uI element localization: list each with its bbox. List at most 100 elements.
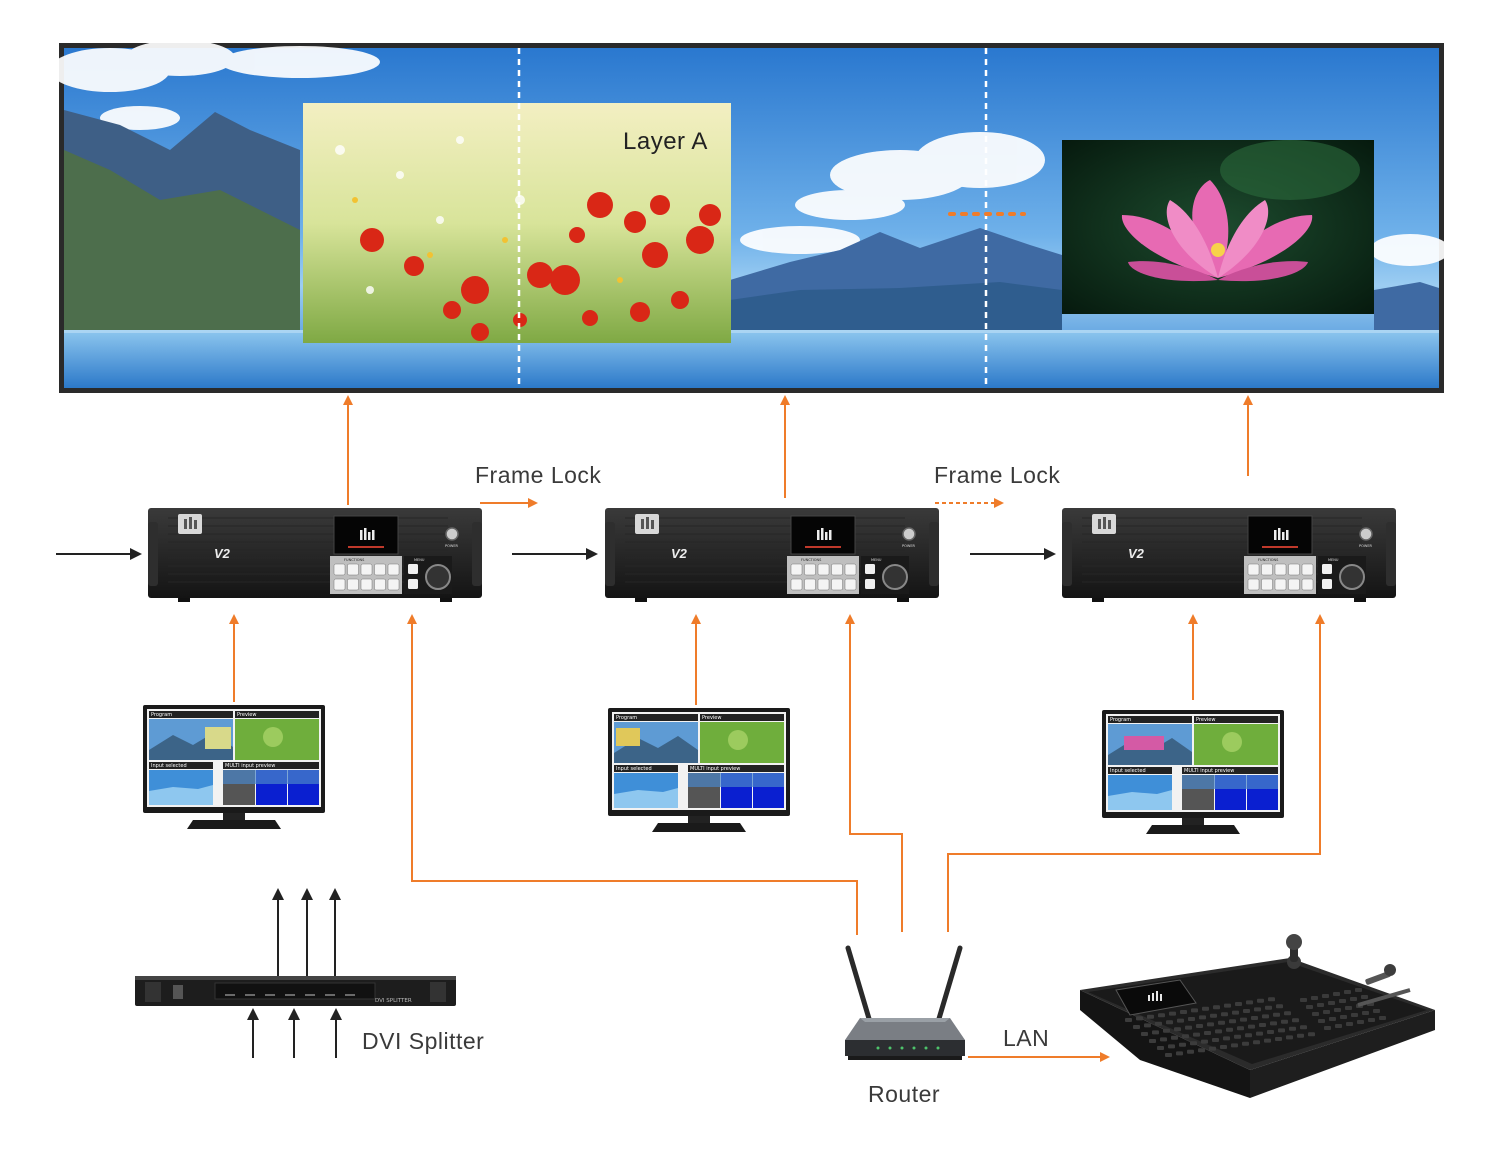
- console-key[interactable]: [1209, 1046, 1216, 1051]
- processor-key[interactable]: [831, 578, 843, 591]
- processor-key[interactable]: [1261, 578, 1273, 591]
- console-key[interactable]: [1198, 1048, 1205, 1053]
- console-key[interactable]: [1193, 1032, 1200, 1037]
- console-key[interactable]: [1174, 1027, 1181, 1032]
- console-key[interactable]: [1329, 1017, 1336, 1021]
- console-key[interactable]: [1213, 1005, 1220, 1010]
- console-key[interactable]: [1158, 1013, 1165, 1018]
- console-key[interactable]: [1257, 998, 1264, 1003]
- console-key[interactable]: [1234, 1034, 1241, 1039]
- console-key[interactable]: [1253, 1040, 1260, 1045]
- console-key[interactable]: [1147, 1014, 1154, 1019]
- processor-knob[interactable]: [425, 564, 451, 590]
- processor-menu-key[interactable]: [408, 564, 418, 574]
- console-key[interactable]: [1306, 1005, 1313, 1009]
- processor-key[interactable]: [347, 563, 359, 576]
- console-key[interactable]: [1191, 1008, 1198, 1013]
- console-key[interactable]: [1323, 1010, 1330, 1014]
- console-key[interactable]: [1144, 1023, 1151, 1028]
- console-key[interactable]: [1248, 1024, 1255, 1029]
- console-key[interactable]: [1246, 1000, 1253, 1005]
- console-key[interactable]: [1187, 1049, 1194, 1054]
- console-key[interactable]: [1224, 1003, 1231, 1008]
- console-key[interactable]: [1308, 1032, 1315, 1037]
- processor-menu-key[interactable]: [1322, 564, 1332, 574]
- console-key[interactable]: [1221, 1012, 1228, 1017]
- console-key[interactable]: [1251, 1016, 1258, 1020]
- processor-knob[interactable]: [882, 564, 908, 590]
- console-key[interactable]: [1223, 1036, 1230, 1041]
- console-key[interactable]: [1155, 1021, 1162, 1026]
- console-key[interactable]: [1176, 1051, 1183, 1056]
- processor-key[interactable]: [1288, 563, 1300, 576]
- processor-key[interactable]: [817, 578, 830, 591]
- console-key[interactable]: [1361, 995, 1368, 999]
- console-key[interactable]: [1312, 1012, 1319, 1016]
- console-key[interactable]: [1237, 1026, 1244, 1031]
- console-key[interactable]: [1157, 1046, 1164, 1050]
- processor-key[interactable]: [831, 563, 843, 576]
- console-key[interactable]: [1278, 1028, 1285, 1033]
- console-key[interactable]: [1220, 1045, 1227, 1049]
- processor-key[interactable]: [1274, 578, 1287, 591]
- console-key[interactable]: [1357, 1020, 1364, 1024]
- console-key[interactable]: [1345, 1006, 1352, 1010]
- console-key[interactable]: [1318, 1019, 1325, 1023]
- console-key[interactable]: [1141, 1032, 1148, 1036]
- processor-key[interactable]: [347, 578, 359, 591]
- console-key[interactable]: [1190, 1041, 1197, 1046]
- console-key[interactable]: [1201, 1039, 1208, 1044]
- console-key[interactable]: [1243, 1009, 1250, 1013]
- processor-key[interactable]: [817, 563, 830, 576]
- console-key[interactable]: [1351, 1013, 1358, 1017]
- console-key[interactable]: [1226, 1027, 1233, 1032]
- processor-key[interactable]: [790, 563, 803, 576]
- processor-menu-key[interactable]: [865, 579, 875, 589]
- console-key[interactable]: [1185, 1025, 1192, 1030]
- processor-key[interactable]: [844, 563, 857, 576]
- console-key[interactable]: [1199, 1015, 1206, 1020]
- processor-key[interactable]: [1247, 563, 1260, 576]
- console-key[interactable]: [1125, 1018, 1132, 1022]
- console-key[interactable]: [1180, 1010, 1187, 1014]
- processor-key[interactable]: [333, 563, 346, 576]
- console-key[interactable]: [1218, 1020, 1225, 1025]
- console-key[interactable]: [1215, 1029, 1222, 1034]
- processor-key[interactable]: [804, 563, 816, 576]
- console-key[interactable]: [1322, 994, 1329, 998]
- console-key[interactable]: [1317, 1003, 1324, 1007]
- console-key[interactable]: [1300, 998, 1307, 1002]
- console-key[interactable]: [1168, 1044, 1175, 1049]
- console-key[interactable]: [1373, 1009, 1380, 1013]
- console-key[interactable]: [1265, 1005, 1272, 1010]
- console-key[interactable]: [1297, 1033, 1304, 1038]
- console-key[interactable]: [1163, 1028, 1170, 1033]
- processor-power-button[interactable]: [1359, 527, 1373, 541]
- console-key[interactable]: [1340, 1015, 1347, 1019]
- console-key[interactable]: [1212, 1038, 1219, 1042]
- processor-power-button[interactable]: [902, 527, 916, 541]
- console-key[interactable]: [1379, 1016, 1386, 1020]
- processor-key[interactable]: [333, 578, 346, 591]
- console-key[interactable]: [1292, 1018, 1299, 1023]
- console-key[interactable]: [1276, 1004, 1283, 1009]
- processor-key[interactable]: [790, 578, 803, 591]
- console-key[interactable]: [1254, 1007, 1261, 1012]
- console-key[interactable]: [1202, 1006, 1209, 1011]
- console-key[interactable]: [1281, 1019, 1288, 1024]
- console-key[interactable]: [1229, 1019, 1236, 1024]
- console-key[interactable]: [1256, 1031, 1263, 1036]
- console-key[interactable]: [1267, 1030, 1274, 1034]
- console-key[interactable]: [1133, 1025, 1140, 1029]
- console-key[interactable]: [1165, 1053, 1172, 1057]
- console-key[interactable]: [1362, 1011, 1369, 1015]
- processor-key[interactable]: [1247, 578, 1260, 591]
- console-key[interactable]: [1204, 1031, 1211, 1035]
- console-key[interactable]: [1262, 1014, 1269, 1019]
- processor-key[interactable]: [1288, 578, 1300, 591]
- processor-key[interactable]: [387, 563, 400, 576]
- processor-key[interactable]: [1301, 563, 1314, 576]
- console-key[interactable]: [1242, 1041, 1249, 1046]
- processor-power-button[interactable]: [445, 527, 459, 541]
- console-key[interactable]: [1136, 1016, 1143, 1021]
